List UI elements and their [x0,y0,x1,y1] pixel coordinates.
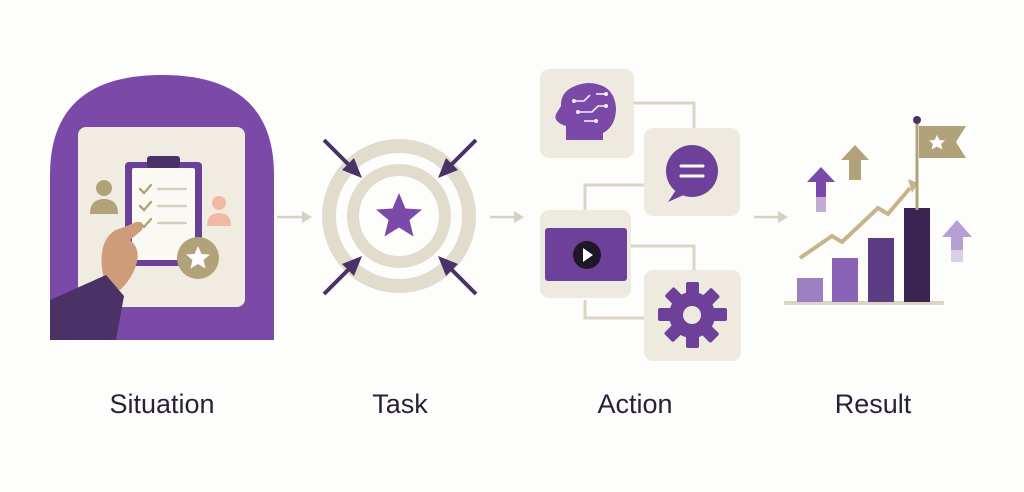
action-network-icon [540,69,741,361]
video-play-icon [545,228,627,281]
situation-illustration [50,75,274,340]
step-label-task: Task [372,389,428,419]
star-icon [376,193,422,237]
star-badge-icon [177,237,219,279]
flow-arrow [490,211,524,223]
up-arrow-icon [807,167,835,212]
flow-arrow [277,211,312,223]
flag-icon [913,116,966,210]
target-icon [322,138,478,296]
gear-icon [658,282,727,348]
trend-line [798,186,912,260]
step-label-action: Action [597,389,673,419]
clipboard-icon [125,156,202,266]
person-icon [207,196,231,226]
growth-chart-icon [784,116,972,305]
up-arrow-icon [942,220,972,262]
chat-bubble-icon [666,145,718,202]
up-arrow-icon [841,145,869,180]
person-icon [90,180,118,214]
chart-bar [868,238,894,302]
chart-bar [904,208,930,302]
step-label-result: Result [834,389,912,419]
chart-bar [832,258,858,302]
brain-head-icon [555,83,616,140]
converging-arrows [322,138,478,296]
step-label-situation: Situation [109,389,215,419]
hand-icon [50,221,143,340]
flow-arrow [754,211,788,223]
chart-bar [797,278,823,302]
